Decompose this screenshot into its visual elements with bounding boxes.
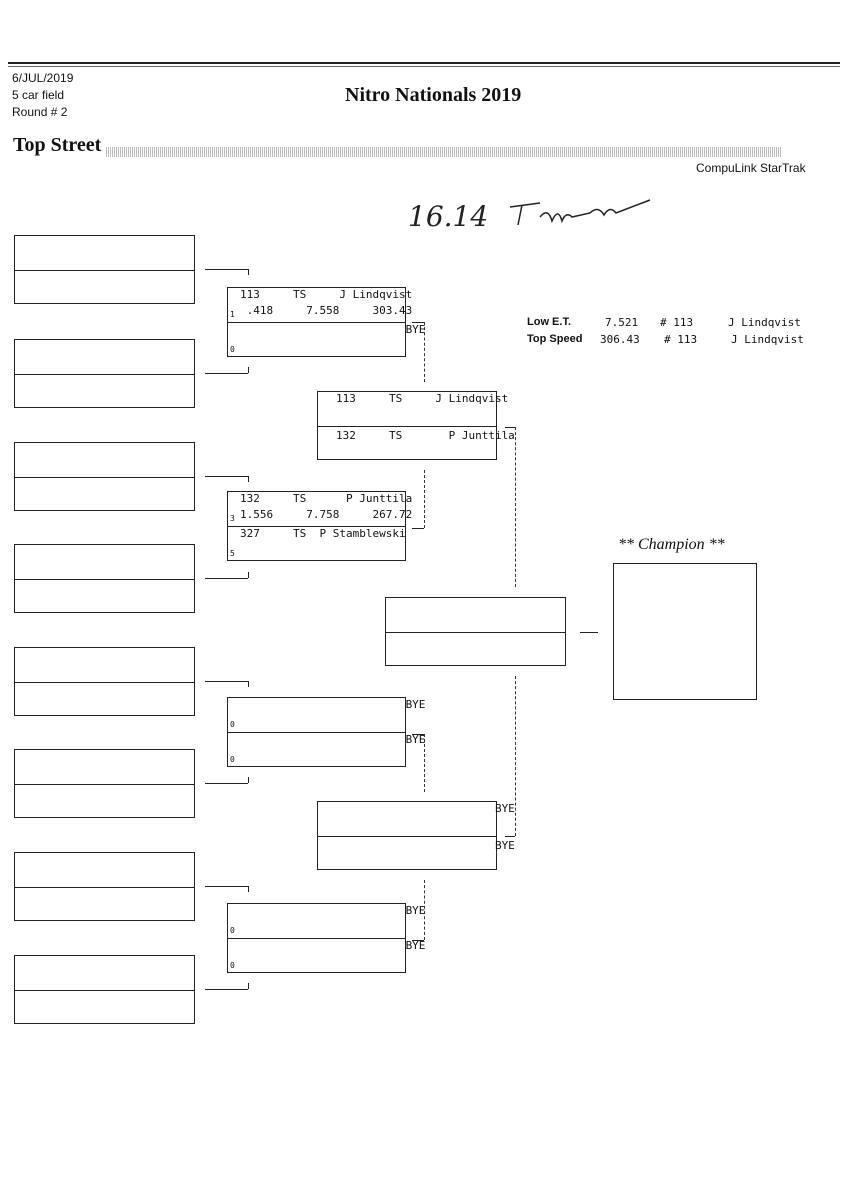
lane-bottom-seed: 0 — [230, 345, 235, 354]
top-speed-label: Top Speed — [527, 333, 583, 345]
event-date: 6/JUL/2019 — [12, 71, 74, 85]
field-size: 5 car field — [12, 88, 65, 102]
lane-top-seed: 0 — [230, 926, 235, 935]
connector — [248, 367, 249, 373]
connector — [205, 989, 248, 990]
header-rule — [8, 62, 840, 64]
lane-top-line2: 1.556 7.758 267.72 — [240, 508, 413, 521]
round2-match-3: BYE 0 BYE 0 — [227, 697, 425, 767]
lane-top-line1: 132 TS P Junttila — [240, 492, 413, 505]
connector — [205, 681, 248, 682]
lane-bottom-seed: 0 — [230, 961, 235, 970]
round1-empty-box — [14, 852, 195, 921]
round1-empty-box — [14, 749, 195, 818]
lane-top-line1: 113 TS J Lindqvist — [240, 288, 413, 301]
top-speed-value: 306.43 — [600, 333, 640, 346]
round2-match-4: BYE 0 BYE 0 — [227, 903, 425, 973]
connector — [515, 676, 516, 836]
lane-top-seed: 3 — [230, 514, 235, 523]
lane-bottom-line1: 327 TS P Stamblewski — [240, 527, 406, 540]
event-title: Nitro Nationals 2019 — [345, 84, 522, 106]
connector — [248, 983, 249, 989]
connector — [424, 470, 425, 528]
connector — [505, 836, 515, 837]
lane-top-seed: 1 — [230, 310, 235, 319]
connector — [505, 427, 515, 428]
lane-top-seed: 0 — [230, 720, 235, 729]
connector — [248, 269, 249, 275]
low-et-value: 7.521 — [605, 316, 639, 329]
connector — [248, 886, 249, 892]
round3-match-1: 113 TS J Lindqvist 132 TS P Junttila — [317, 391, 515, 460]
low-et-driver: J Lindqvist — [728, 316, 801, 329]
header-rule — [8, 66, 840, 67]
connector — [205, 886, 248, 887]
round1-empty-box — [14, 235, 195, 304]
low-et-label: Low E.T. — [527, 316, 571, 328]
lane-top-line1: BYE — [240, 698, 426, 711]
top-speed-car: # 113 — [664, 333, 698, 346]
lane-top-line2: .418 7.558 303.43 — [240, 304, 413, 317]
champion-label: ** Champion ** — [618, 536, 725, 553]
round-number: Round # 2 — [12, 105, 68, 119]
software-name: CompuLink StarTrak — [696, 161, 806, 175]
champion-box — [613, 563, 757, 700]
final-match — [385, 597, 566, 666]
lane-top-line1: BYE — [240, 904, 426, 917]
connector — [248, 476, 249, 482]
round1-empty-box — [14, 339, 195, 408]
connector — [205, 269, 248, 270]
round1-empty-box — [14, 647, 195, 716]
class-dotted-rule — [106, 147, 782, 157]
lane-bottom-line1: BYE — [240, 733, 426, 746]
handwritten-scribble — [509, 199, 651, 226]
connector — [205, 578, 248, 579]
connector — [412, 940, 424, 941]
connector — [248, 572, 249, 578]
lane-top: 113 TS J Lindqvist — [336, 392, 509, 405]
connector — [205, 476, 248, 477]
lane-bottom-seed: 5 — [230, 549, 235, 558]
connector — [412, 528, 424, 529]
round1-empty-box — [14, 544, 195, 613]
round3-match-2: BYE BYE — [317, 801, 515, 870]
class-name: Top Street — [13, 134, 102, 156]
connector — [580, 632, 598, 633]
lane-top: BYE — [336, 802, 515, 815]
lane-bottom: 132 TS P Junttila — [336, 428, 515, 442]
connector — [424, 322, 425, 382]
connector — [515, 427, 516, 587]
top-speed-driver: J Lindqvist — [731, 333, 804, 346]
lane-bottom-line1: BYE — [240, 939, 426, 952]
round1-empty-box — [14, 955, 195, 1024]
connector — [424, 880, 425, 940]
connector — [248, 681, 249, 687]
round2-match-2: 132 TS P Junttila 1.556 7.758 267.72 3 327… — [227, 491, 412, 561]
low-et-car: # 113 — [660, 316, 694, 329]
lane-bottom: BYE — [336, 838, 515, 852]
lane-bottom-seed: 0 — [230, 755, 235, 764]
connector — [205, 373, 248, 374]
round1-empty-box — [14, 442, 195, 511]
connector — [412, 322, 424, 323]
connector — [248, 777, 249, 783]
connector — [205, 783, 248, 784]
handwritten-note: 16.14 — [408, 200, 489, 233]
lane-bottom-line1: BYE — [240, 323, 426, 336]
round2-match-1: 113 TS J Lindqvist .418 7.558 303.43 1 BY… — [227, 287, 425, 357]
connector — [412, 734, 424, 735]
connector — [424, 734, 425, 792]
